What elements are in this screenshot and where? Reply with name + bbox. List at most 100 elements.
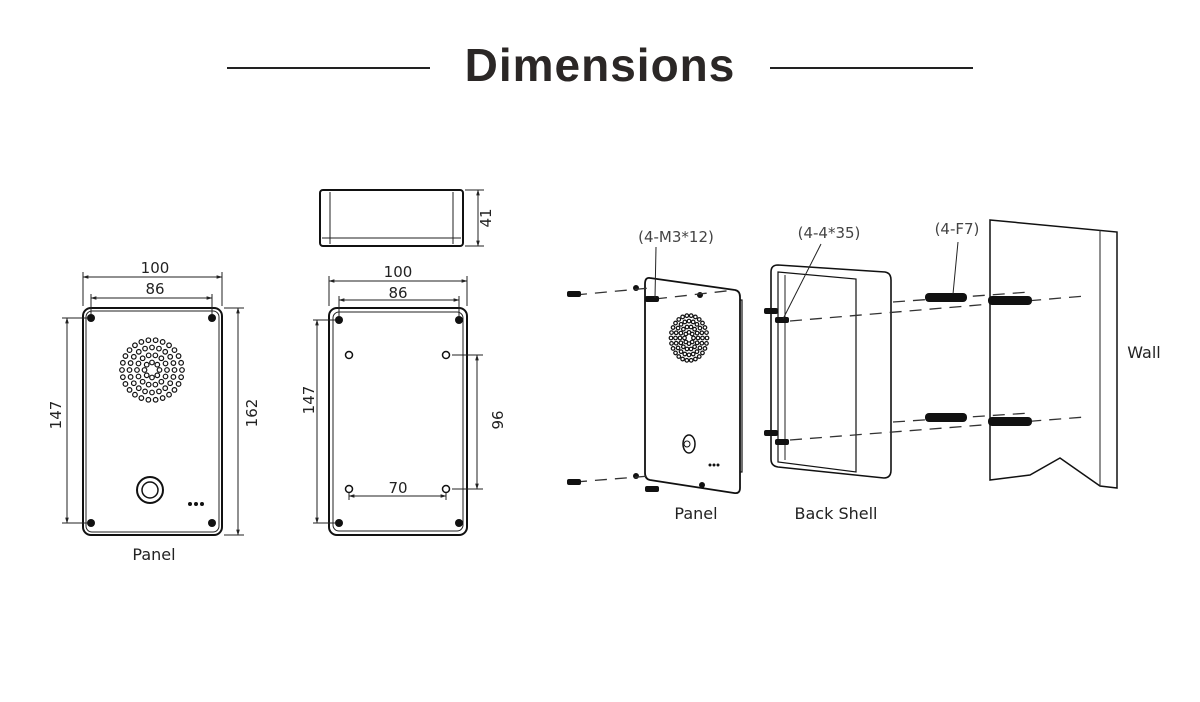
grille-hole xyxy=(175,381,182,387)
grille-hole xyxy=(680,314,686,320)
grille-hole xyxy=(127,374,134,380)
page-title: Dimensions xyxy=(465,39,736,91)
grille-hole xyxy=(126,367,133,373)
grille-hole xyxy=(686,318,692,324)
grille-hole xyxy=(119,374,126,381)
grille-hole xyxy=(682,351,688,357)
back-depth: 41 xyxy=(477,208,495,227)
grille-hole xyxy=(675,325,681,331)
grille-hole xyxy=(132,342,138,349)
grille-hole xyxy=(692,356,698,362)
grille-hole xyxy=(676,317,682,322)
grille-hole xyxy=(680,344,686,350)
grille-hole xyxy=(688,324,694,330)
screw-label-m3: (4-M3*12) xyxy=(638,228,714,246)
front-width-outer: 100 xyxy=(141,259,170,277)
back-hole-horizontal: 70 xyxy=(388,479,407,497)
grille-hole xyxy=(158,378,165,385)
grille-hole xyxy=(162,373,169,380)
grille-hole xyxy=(704,340,709,346)
front-width-inner: 86 xyxy=(145,280,164,298)
grille-hole xyxy=(122,353,129,359)
grille-hole xyxy=(673,320,678,326)
grille-hole xyxy=(691,335,696,341)
grille-hole xyxy=(704,335,710,341)
grille-hole xyxy=(673,330,679,336)
grille-hole xyxy=(670,325,676,330)
grille-hole xyxy=(696,317,702,322)
grille-hole xyxy=(669,340,674,346)
grille-hole xyxy=(126,386,133,393)
grille-hole xyxy=(132,391,138,398)
grille-hole xyxy=(702,346,708,351)
grille-hole xyxy=(149,344,155,351)
grille-hole xyxy=(175,353,182,359)
wall xyxy=(989,219,1118,489)
grille-hole xyxy=(138,395,145,401)
grille-hole xyxy=(676,354,682,359)
grille-hole xyxy=(678,330,684,336)
wall-label: Wall xyxy=(1127,343,1161,362)
grille-hole xyxy=(145,337,152,344)
grille-hole xyxy=(142,345,148,352)
grille-hole xyxy=(142,388,148,395)
grille-hole xyxy=(152,337,159,344)
grille-hole xyxy=(139,378,146,385)
grille-hole xyxy=(692,344,698,350)
front-view: 100 86 147 162 Panel xyxy=(47,259,261,564)
grille-hole xyxy=(699,330,705,336)
grille-hole xyxy=(682,319,688,325)
grille-hole xyxy=(699,340,705,346)
grille-hole xyxy=(126,347,133,354)
grille-hole xyxy=(154,361,161,368)
grille-hole xyxy=(682,335,687,341)
grille-hole xyxy=(689,331,695,337)
grille-hole xyxy=(154,372,161,379)
grille-hole xyxy=(122,381,129,387)
front-panel-label: Panel xyxy=(132,545,175,564)
grille-hole xyxy=(697,325,703,331)
back-shell xyxy=(770,264,892,479)
grille-hole xyxy=(684,346,690,352)
grille-hole xyxy=(178,359,185,366)
exploded-panel-label: Panel xyxy=(674,504,717,523)
grille-hole xyxy=(694,330,700,336)
grille-hole xyxy=(684,313,690,319)
grille-hole xyxy=(135,385,142,392)
panel xyxy=(644,276,741,495)
grille-hole xyxy=(675,345,681,351)
grille-hole xyxy=(130,353,137,360)
grille-hole xyxy=(680,356,686,362)
grille-hole xyxy=(673,350,678,356)
grille-hole xyxy=(695,335,701,341)
back-shell-label: Back Shell xyxy=(795,504,878,523)
grille-hole xyxy=(686,352,692,358)
grille-hole xyxy=(179,367,185,373)
exploded-view: (4-M3*12) (4-4*35) (4-F7) Panel Back She… xyxy=(567,219,1161,523)
grille-hole xyxy=(164,367,170,373)
grille-hole xyxy=(692,314,698,320)
grille-hole xyxy=(700,350,705,356)
grille-hole xyxy=(162,360,169,367)
grille-hole xyxy=(162,385,169,392)
grille-hole xyxy=(166,342,172,349)
grille-hole xyxy=(688,357,694,363)
grille-hole xyxy=(135,373,142,380)
grille-hole xyxy=(145,352,152,359)
anchor-label-f7: (4-F7) xyxy=(935,220,980,238)
grille-hole xyxy=(170,360,177,366)
back-hole-vertical: 96 xyxy=(488,410,506,429)
grille-hole xyxy=(166,391,172,398)
front-height-outer: 162 xyxy=(243,399,261,428)
grille-hole xyxy=(149,359,155,366)
grille-hole xyxy=(156,367,163,373)
grille-hole xyxy=(678,321,684,327)
grille-hole xyxy=(669,330,674,336)
grille-hole xyxy=(130,380,137,387)
grille-hole xyxy=(156,345,162,352)
front-height-inner: 147 xyxy=(47,401,65,430)
grille-hole xyxy=(688,313,694,319)
grille-hole xyxy=(694,321,700,327)
grille-hole xyxy=(127,360,134,366)
grille-hole xyxy=(143,372,150,379)
